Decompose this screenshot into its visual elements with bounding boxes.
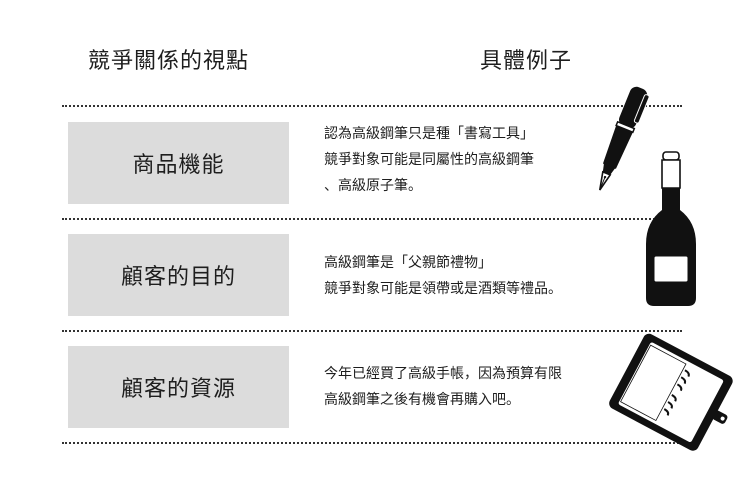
example-line: 高級鋼筆是「父親節禮物」 xyxy=(324,255,492,271)
divider-bottom xyxy=(62,442,682,444)
viewpoint-box-product-function: 商品機能 xyxy=(68,122,289,204)
divider-2 xyxy=(62,330,682,332)
divider-1 xyxy=(62,218,682,220)
column-header-viewpoint: 競爭關係的視點 xyxy=(88,49,250,74)
wine-bottle-icon xyxy=(646,151,696,306)
viewpoint-box-customer-purpose: 顧客的目的 xyxy=(68,234,289,316)
fountain-pen-icon xyxy=(598,86,650,191)
example-line: 今年已經買了高級手帳，因為預算有限 xyxy=(324,366,562,382)
example-line: 、高級原子筆。 xyxy=(324,178,422,194)
example-line: 競爭對象可能是同屬性的高級鋼筆 xyxy=(324,152,534,168)
column-header-examples: 具體例子 xyxy=(480,49,573,74)
example-line: 競爭對象可能是領帶或是酒類等禮品。 xyxy=(324,281,562,297)
divider-top xyxy=(62,105,682,107)
example-text-product-function: 認為高級鋼筆只是種「書寫工具」 競爭對象可能是同屬性的高級鋼筆 、高級原子筆。 xyxy=(324,121,624,199)
planner-notebook-icon xyxy=(609,333,733,451)
viewpoint-box-customer-resources: 顧客的資源 xyxy=(68,346,289,428)
example-text-customer-purpose: 高級鋼筆是「父親節禮物」 競爭對象可能是領帶或是酒類等禮品。 xyxy=(324,250,624,302)
example-text-customer-resources: 今年已經買了高級手帳，因為預算有限 高級鋼筆之後有機會再購入吧。 xyxy=(324,361,624,413)
example-line: 高級鋼筆之後有機會再購入吧。 xyxy=(324,392,520,408)
example-line: 認為高級鋼筆只是種「書寫工具」 xyxy=(324,126,534,142)
